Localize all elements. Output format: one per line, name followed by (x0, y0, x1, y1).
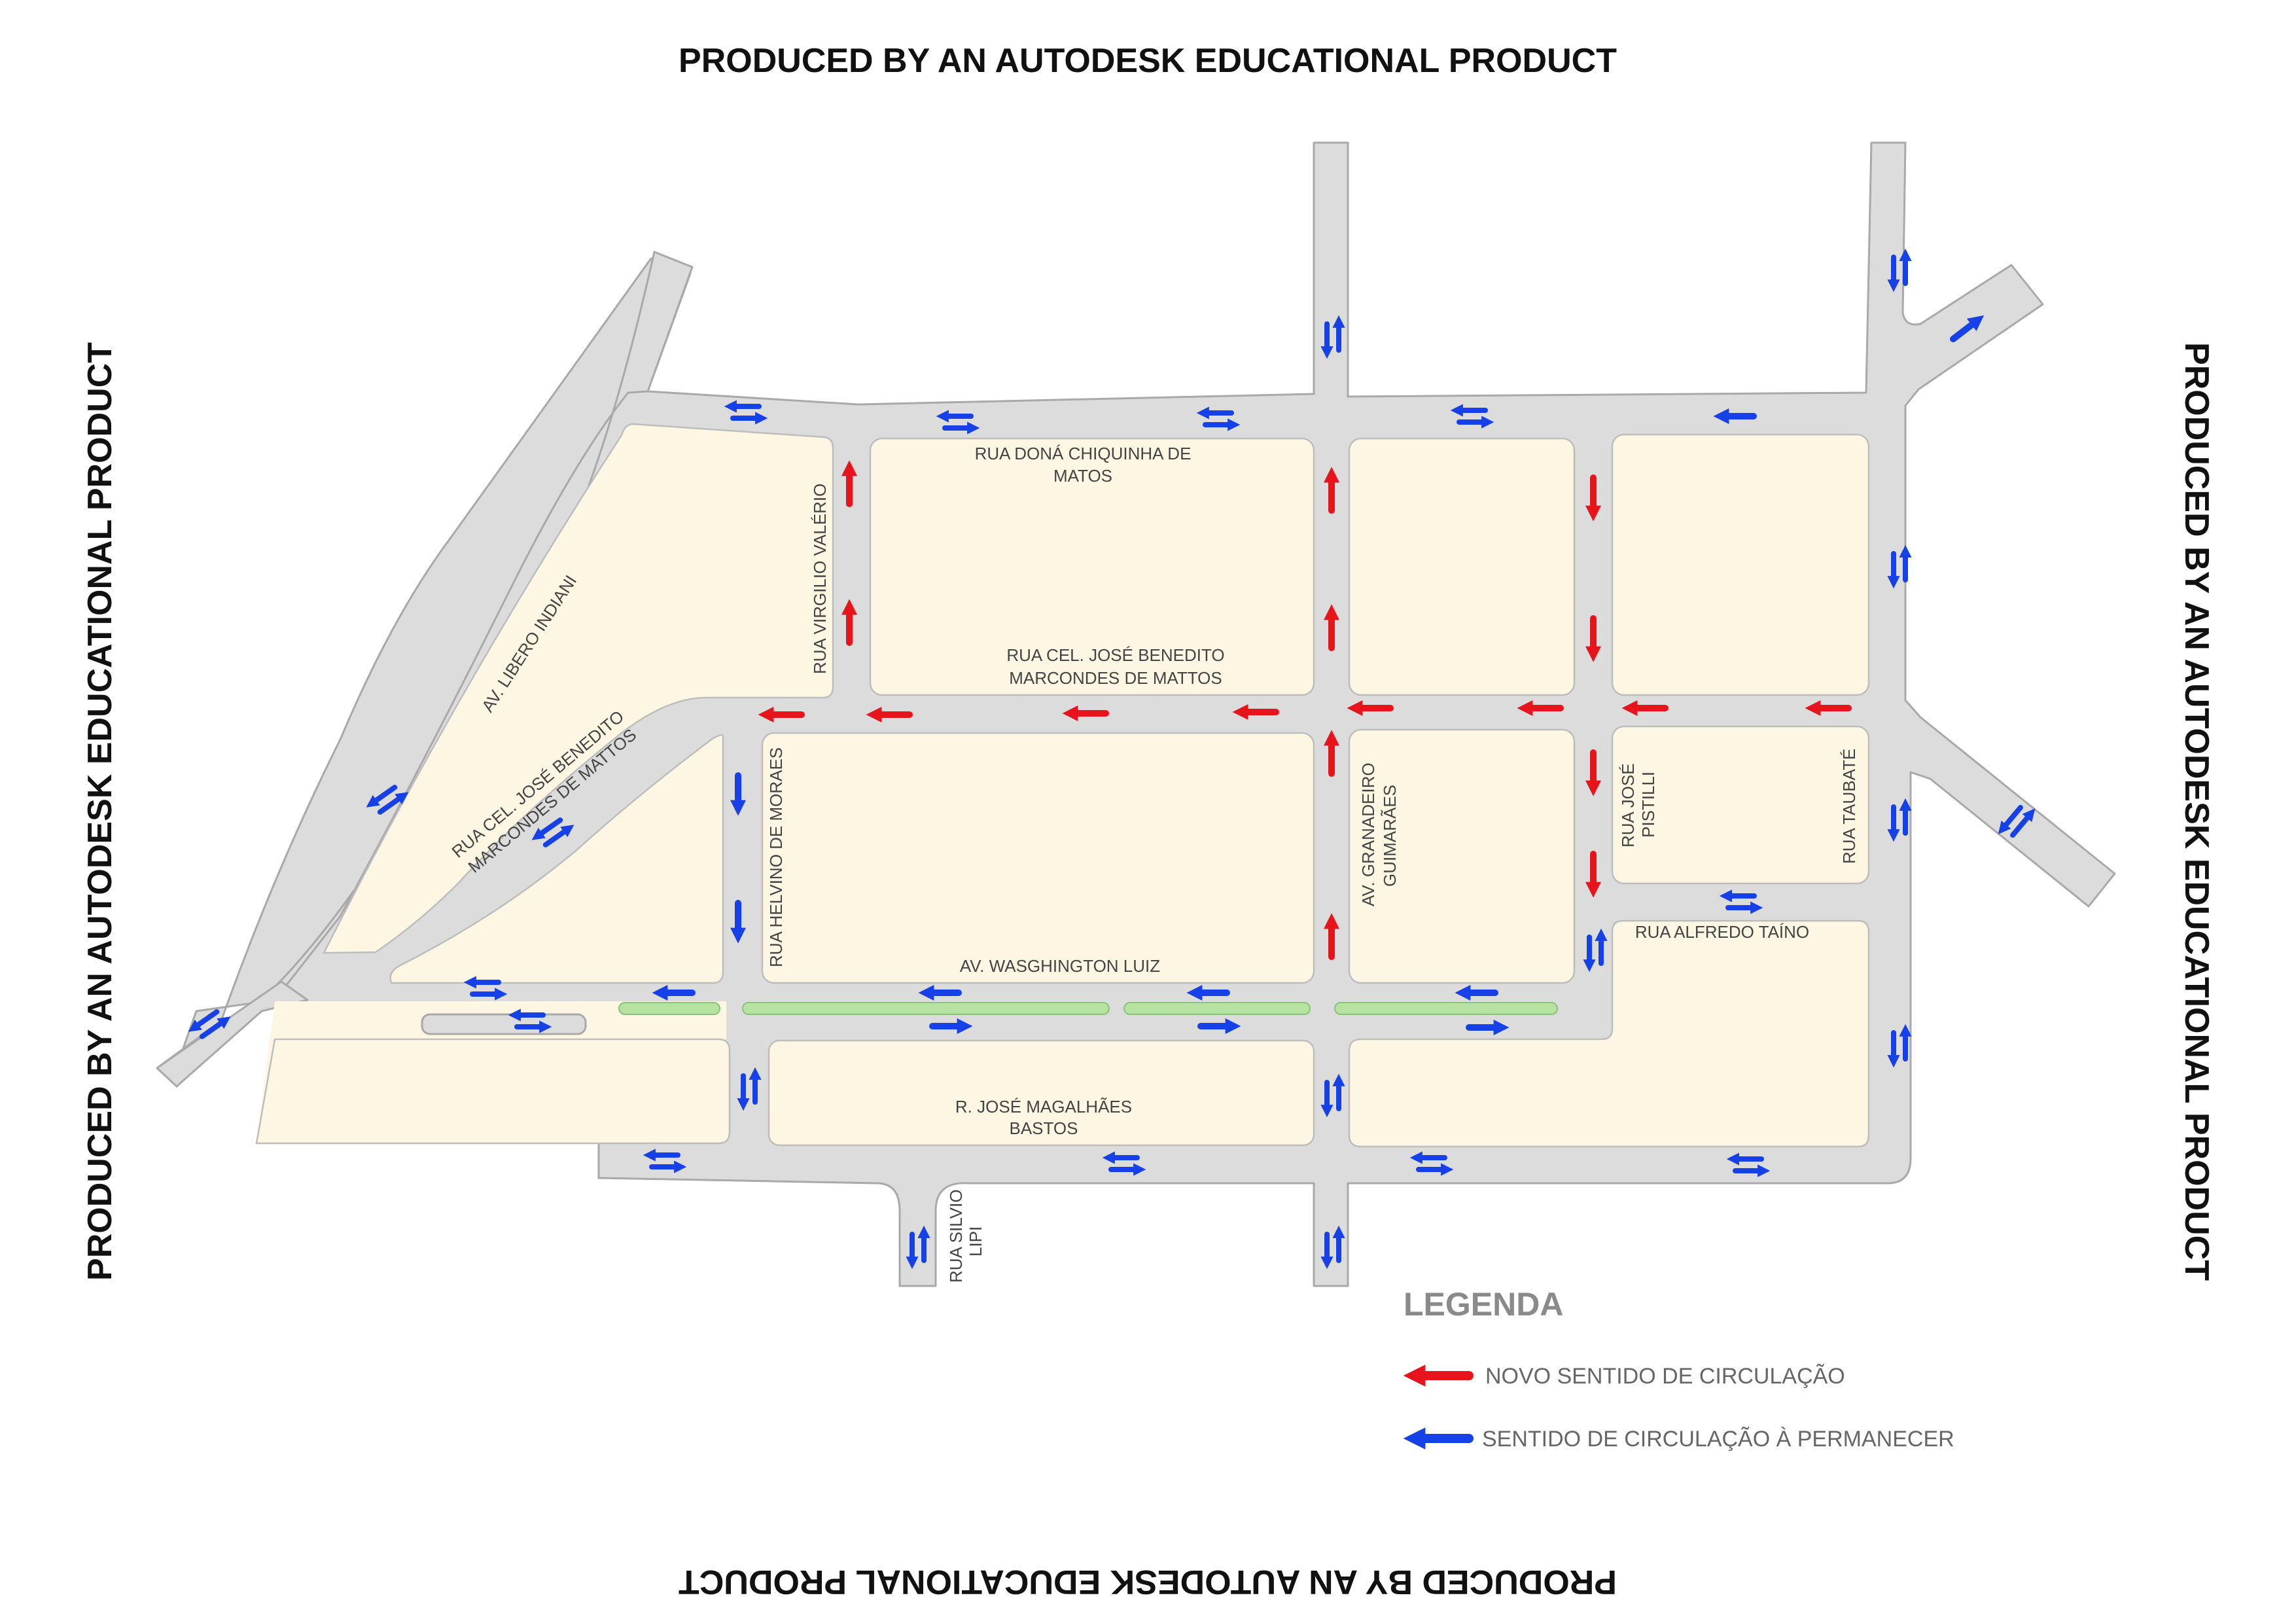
watermark-right: PRODUCED BY AN AUTODESK EDUCATIONAL PROD… (2178, 342, 2216, 1281)
two-way-vertical (1887, 1024, 1912, 1068)
two-way-horizontal (1726, 1152, 1771, 1177)
two-way-horizontal (1719, 889, 1763, 914)
two-way-horizontal (1196, 406, 1241, 431)
two-way-vertical (1320, 1225, 1345, 1270)
medians (618, 1002, 1558, 1015)
two-way-diagonal (1998, 804, 2036, 838)
block-bottom-left (255, 1038, 731, 1145)
two-way-horizontal (724, 400, 768, 425)
two-way-vertical (1320, 1073, 1345, 1118)
label-granadeiro-2: GUIMARÃES (1380, 785, 1400, 887)
two-way-vertical (1583, 928, 1608, 972)
median-1 (618, 1002, 720, 1015)
two-way-arrows (188, 248, 2036, 1270)
watermark-bottom: PRODUCED BY AN AUTODESK EDUCATIONAL PROD… (679, 1563, 1617, 1601)
block-magalhaes (768, 1039, 1315, 1147)
median-4 (1334, 1002, 1558, 1015)
legend-title: LEGENDA (1404, 1286, 1563, 1323)
two-way-vertical (1887, 248, 1912, 293)
two-way-vertical (906, 1225, 930, 1270)
two-way-vertical (737, 1067, 762, 1111)
label-washington-luiz: AV. WASGHINGTON LUIZ (960, 956, 1160, 976)
label-pistilli-2: PISTILLI (1638, 772, 1658, 838)
blocks (255, 423, 1870, 1148)
label-silvio-lipi-2: LIPI (966, 1226, 985, 1257)
two-way-horizontal (508, 1008, 552, 1033)
blue-arrow-diag (1950, 315, 1985, 342)
label-alfredo-taino: RUA ALFREDO TAÍNO (1635, 922, 1809, 942)
block-libero-triangle (322, 423, 834, 954)
block-top-mid (1348, 437, 1576, 696)
two-way-vertical (1887, 544, 1912, 589)
two-way-diagonal (188, 1009, 231, 1039)
block-dona-chiquinha (869, 437, 1315, 696)
legend-item-new: NOVO SENTIDO DE CIRCULAÇÃO (1485, 1364, 1845, 1389)
block-helvino (761, 732, 1315, 984)
label-helvino-moraes: RUA HELVINO DE MORAES (766, 747, 786, 967)
label-silvio-lipi-1: RUA SILVIO (946, 1189, 966, 1283)
two-way-vertical (1320, 315, 1345, 359)
two-way-horizontal (463, 976, 508, 1001)
two-way-diagonal (531, 817, 574, 847)
block-top-right (1611, 433, 1870, 696)
label-granadeiro-1: AV. GRANADEIRO (1358, 762, 1378, 906)
road-stub-left (421, 1013, 587, 1035)
legend: LEGENDA NOVO SENTIDO DE CIRCULAÇÃO SENTI… (1403, 1286, 1954, 1452)
watermark-left: PRODUCED BY AN AUTODESK EDUCATIONAL PROD… (81, 342, 119, 1281)
watermark-top: PRODUCED BY AN AUTODESK EDUCATIONAL PROD… (679, 42, 1617, 80)
label-cel-jose-1: RUA CEL. JOSÉ BENEDITO (1006, 645, 1224, 665)
legend-item-keep: SENTIDO DE CIRCULAÇÃO À PERMANECER (1482, 1427, 1954, 1452)
block-diagonal-lower (389, 734, 724, 984)
two-way-horizontal (643, 1149, 687, 1173)
two-way-horizontal (936, 410, 980, 435)
two-way-diagonal (366, 785, 409, 815)
median-3 (1123, 1002, 1311, 1015)
label-virgilio-valerio: RUA VIRGILIO VALÉRIO (810, 484, 830, 674)
two-way-horizontal (1102, 1151, 1146, 1176)
label-dona-chiquinha-2: MATOS (1053, 466, 1112, 486)
label-dona-chiquinha-1: RUA DONÁ CHIQUINHA DE (975, 444, 1192, 463)
label-pistilli-1: RUA JOSÉ (1618, 763, 1638, 847)
median-2 (742, 1002, 1110, 1015)
label-cel-jose-2: MARCONDES DE MATTOS (1009, 668, 1222, 688)
street-labels: RUA DONÁ CHIQUINHA DE MATOS RUA VIRGILIO… (448, 444, 1859, 1283)
label-magalhaes-1: R. JOSÉ MAGALHÃES (955, 1097, 1132, 1116)
two-way-horizontal (1409, 1151, 1454, 1176)
direction-arrows (652, 315, 1985, 1036)
label-magalhaes-2: BASTOS (1009, 1118, 1078, 1138)
two-way-horizontal (1450, 404, 1494, 429)
block-pistilli (1611, 725, 1870, 885)
label-taubate: RUA TAUBATÉ (1839, 749, 1859, 864)
block-alfredo-taino (1348, 919, 1870, 1148)
block-granadeiro (1348, 728, 1576, 984)
two-way-vertical (1887, 798, 1912, 842)
